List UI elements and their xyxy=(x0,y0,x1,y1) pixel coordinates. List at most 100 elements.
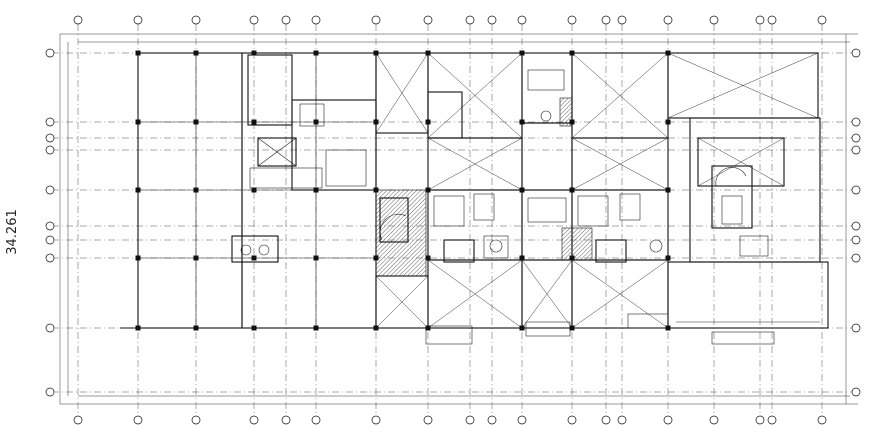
structural-columns xyxy=(135,50,671,331)
structural-column xyxy=(519,50,525,56)
structural-column xyxy=(251,255,257,261)
structural-column xyxy=(193,255,199,261)
grid-bubble xyxy=(45,253,55,263)
grid-bubble xyxy=(817,15,827,25)
structural-column xyxy=(519,119,525,125)
structural-column xyxy=(313,187,319,193)
grid-bubble xyxy=(617,415,627,425)
grid-bubble xyxy=(851,185,861,195)
structural-column xyxy=(373,255,379,261)
grid-bubble xyxy=(45,387,55,397)
grid-bubble xyxy=(45,133,55,143)
structural-column xyxy=(313,325,319,331)
structural-column xyxy=(135,187,141,193)
grid-bubble xyxy=(663,415,673,425)
structural-grid-lines xyxy=(52,24,858,414)
grid-bubble xyxy=(601,415,611,425)
grid-bubble xyxy=(371,415,381,425)
central-unit-left xyxy=(427,52,523,329)
structural-column xyxy=(251,50,257,56)
grid-bubble xyxy=(465,15,475,25)
grid-bubble xyxy=(709,15,719,25)
grid-bubble xyxy=(281,415,291,425)
structural-column xyxy=(425,325,431,331)
grid-bubble xyxy=(851,253,861,263)
grid-bubble xyxy=(709,415,719,425)
structural-column xyxy=(313,255,319,261)
grid-bubble xyxy=(517,415,527,425)
grid-bubble xyxy=(617,15,627,25)
structural-column xyxy=(519,325,525,331)
structural-column xyxy=(193,119,199,125)
grid-bubble xyxy=(191,415,201,425)
grid-bubble xyxy=(45,145,55,155)
grid-bubble xyxy=(281,15,291,25)
balconies xyxy=(425,321,571,345)
grid-bubble xyxy=(311,415,321,425)
grid-bubble xyxy=(133,15,143,25)
structural-column xyxy=(665,255,671,261)
central-unit-right xyxy=(559,52,669,329)
structural-column xyxy=(193,187,199,193)
grid-bubble xyxy=(465,415,475,425)
grid-bubble xyxy=(755,415,765,425)
grid-bubble xyxy=(45,48,55,58)
structural-column xyxy=(313,119,319,125)
grid-bubble xyxy=(73,415,83,425)
structural-column xyxy=(373,187,379,193)
structural-column xyxy=(569,119,575,125)
grid-bubble xyxy=(817,415,827,425)
structural-column xyxy=(569,50,575,56)
structural-column xyxy=(251,119,257,125)
grid-bubble xyxy=(567,15,577,25)
grid-bubble xyxy=(517,15,527,25)
grid-bubble xyxy=(567,415,577,425)
grid-bubble xyxy=(851,145,861,155)
structural-column xyxy=(135,50,141,56)
structural-column xyxy=(373,325,379,331)
structural-column xyxy=(519,255,525,261)
grid-bubble xyxy=(851,387,861,397)
grid-bubble xyxy=(663,15,673,25)
grid-bubble xyxy=(601,15,611,25)
structural-column xyxy=(665,50,671,56)
overall-dimension-label: 34.261 xyxy=(5,209,20,255)
structural-column xyxy=(313,50,319,56)
structural-column xyxy=(135,325,141,331)
grid-bubble xyxy=(45,323,55,333)
structural-column xyxy=(425,50,431,56)
grid-bubble xyxy=(191,15,201,25)
structural-column xyxy=(135,119,141,125)
grid-bubble xyxy=(45,221,55,231)
grid-bubble xyxy=(487,15,497,25)
structural-column xyxy=(665,325,671,331)
grid-bubble xyxy=(851,235,861,245)
grid-bubble xyxy=(851,133,861,143)
grid-bubble xyxy=(423,15,433,25)
structural-column xyxy=(373,50,379,56)
central-unit-middle xyxy=(521,52,573,329)
structural-column xyxy=(665,187,671,193)
structural-column xyxy=(135,255,141,261)
grid-bubble xyxy=(73,15,83,25)
grid-bubble xyxy=(487,415,497,425)
grid-bubble xyxy=(851,221,861,231)
structural-column xyxy=(193,325,199,331)
grid-bubble xyxy=(133,415,143,425)
grid-bubble xyxy=(45,235,55,245)
structural-column xyxy=(373,119,379,125)
grid-bubble xyxy=(249,15,259,25)
grid-axis-bubbles xyxy=(45,15,861,425)
structural-column xyxy=(569,187,575,193)
structural-column xyxy=(425,255,431,261)
grid-bubble xyxy=(767,415,777,425)
grid-bubble xyxy=(755,15,765,25)
structural-column xyxy=(665,119,671,125)
grid-bubble xyxy=(851,323,861,333)
structural-column xyxy=(569,325,575,331)
grid-bubble xyxy=(851,48,861,58)
central-stair-block xyxy=(375,52,429,329)
structural-column xyxy=(569,255,575,261)
grid-bubble xyxy=(423,415,433,425)
